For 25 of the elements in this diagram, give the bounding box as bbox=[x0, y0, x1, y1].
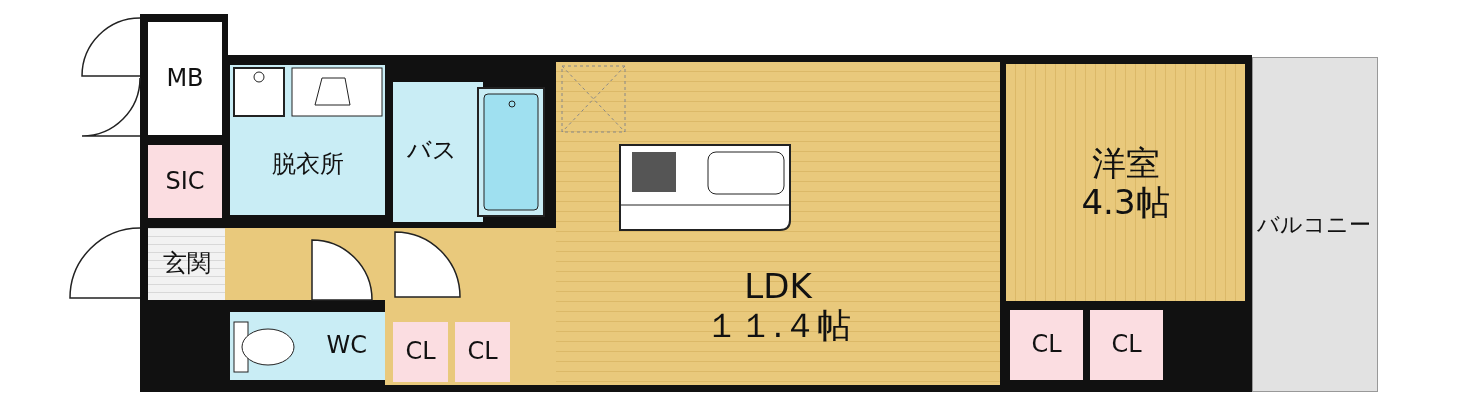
room-label: CL bbox=[405, 338, 436, 366]
room-label: MB bbox=[166, 64, 204, 93]
room-area bbox=[393, 82, 483, 222]
room-label: バス bbox=[407, 137, 457, 165]
closet-area bbox=[1010, 310, 1083, 380]
closet-area bbox=[393, 322, 448, 382]
closet-area bbox=[148, 22, 222, 135]
room-label: CL bbox=[1111, 331, 1142, 359]
closet-area bbox=[455, 322, 510, 382]
room-label: 脱衣所 bbox=[271, 151, 344, 179]
room-label: CL bbox=[467, 338, 498, 366]
closet-area bbox=[148, 228, 225, 300]
room-label: 洋室 bbox=[1091, 144, 1160, 184]
closet-area bbox=[148, 145, 222, 218]
room-label: CL bbox=[1031, 331, 1062, 359]
area-label: １１.４帖 bbox=[704, 305, 852, 345]
room-label: 玄関 bbox=[162, 250, 211, 278]
room-label: WC bbox=[326, 332, 367, 360]
room-area bbox=[1006, 64, 1245, 301]
closet-area bbox=[1090, 310, 1163, 380]
balcony-area bbox=[1252, 57, 1378, 392]
room-label: SIC bbox=[165, 167, 205, 196]
room-label: バルコニー bbox=[1257, 211, 1371, 238]
room-label: LDK bbox=[744, 266, 812, 306]
area-label: 4.3帖 bbox=[1081, 183, 1170, 223]
